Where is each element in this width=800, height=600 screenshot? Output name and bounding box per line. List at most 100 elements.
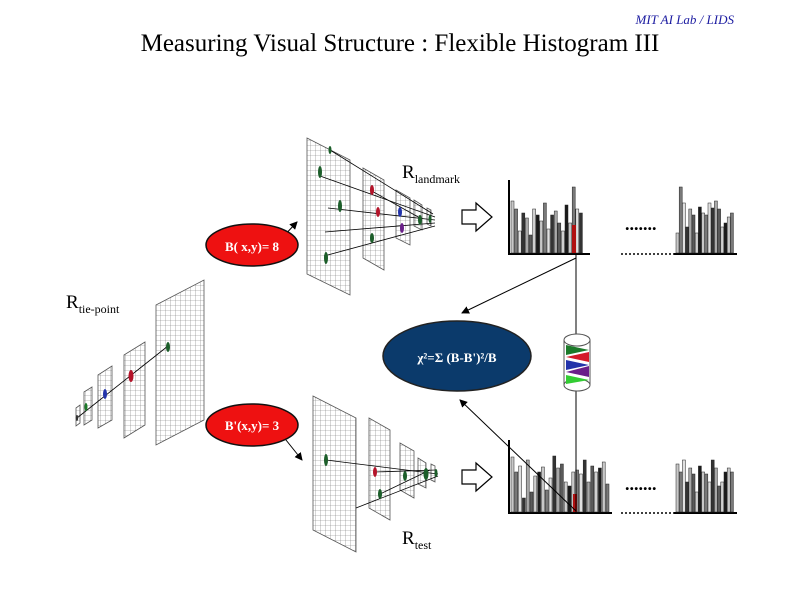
histogram-bar bbox=[704, 214, 709, 254]
histogram-bar bbox=[525, 459, 530, 513]
histogram-bar bbox=[567, 485, 572, 513]
chi-square-formula: χ²=Σ (B-B')²/B bbox=[416, 350, 497, 365]
tie-point-pyramid bbox=[75, 279, 205, 446]
histogram-bar bbox=[528, 234, 533, 254]
r-landmark-label: Rlandmark bbox=[402, 162, 461, 186]
histogram-bar bbox=[548, 477, 553, 513]
histogram-bar bbox=[675, 232, 680, 254]
histogram-bar bbox=[537, 471, 541, 513]
histogram-bar bbox=[694, 491, 699, 513]
landmark-pyramid bbox=[306, 137, 436, 296]
histogram-bar bbox=[701, 471, 705, 513]
histogram-bar bbox=[579, 212, 583, 254]
histogram-bar bbox=[698, 206, 702, 254]
block-arrow-bottom bbox=[461, 461, 493, 493]
histogram-bar bbox=[543, 202, 547, 254]
histogram-bar bbox=[529, 491, 534, 513]
histogram-bar bbox=[710, 459, 715, 513]
histogram-bar bbox=[594, 471, 598, 513]
histogram-bar bbox=[544, 489, 549, 513]
histogram-bar bbox=[561, 230, 565, 254]
hist-top bbox=[510, 186, 734, 254]
histogram-bar bbox=[726, 216, 731, 254]
histogram-bar bbox=[546, 228, 551, 254]
histogram-bar bbox=[586, 481, 591, 513]
histogram-bar bbox=[605, 483, 610, 513]
histogram-bar bbox=[579, 473, 583, 513]
histogram-bar bbox=[723, 222, 728, 254]
histogram-bar bbox=[564, 204, 569, 254]
histogram-bar bbox=[552, 455, 557, 513]
histogram-bar bbox=[560, 463, 564, 513]
histogram-bar bbox=[525, 217, 529, 254]
histogram-bar bbox=[541, 466, 545, 513]
histogram-bar bbox=[510, 200, 515, 254]
hist-bottom bbox=[510, 455, 734, 513]
histogram-bar bbox=[730, 471, 734, 513]
histogram-bar bbox=[726, 467, 731, 513]
histogram-bar bbox=[550, 214, 554, 254]
histogram-bar bbox=[514, 208, 518, 254]
histogram-bar bbox=[688, 467, 693, 513]
slide-title: Measuring Visual Structure : Flexible Hi… bbox=[140, 30, 660, 57]
affiliation-label: MIT AI Lab / LIDS bbox=[635, 12, 734, 27]
histogram-bar-highlight bbox=[572, 225, 576, 253]
histogram-bar bbox=[532, 208, 536, 254]
histogram-bar bbox=[517, 230, 522, 254]
chi-square-oval: χ²=Σ (B-B')²/B bbox=[382, 320, 532, 392]
histogram-bar-highlight bbox=[573, 494, 577, 512]
histogram-bar bbox=[682, 459, 686, 513]
b-top-oval: B( x,y)= 8 bbox=[205, 223, 299, 267]
histogram-bar bbox=[557, 222, 562, 254]
histogram-bar bbox=[568, 222, 572, 254]
histogram-bar bbox=[563, 481, 568, 513]
test-pyramid bbox=[312, 395, 439, 553]
histogram-bar bbox=[714, 467, 718, 513]
b-top-label: B( x,y)= 8 bbox=[225, 239, 279, 254]
histogram-bar bbox=[717, 208, 721, 254]
histogram-bar bbox=[720, 481, 725, 513]
histogram-bar bbox=[714, 200, 718, 254]
histogram-bar bbox=[720, 226, 725, 254]
ellipsis-top: ....... bbox=[625, 214, 657, 234]
arrow-to-chi-bottom bbox=[459, 399, 577, 512]
histogram-bar bbox=[598, 467, 602, 513]
histogram-bar bbox=[685, 481, 689, 513]
histogram-bar bbox=[730, 212, 734, 254]
histogram-bar bbox=[582, 459, 587, 513]
histogram-bar bbox=[698, 465, 702, 513]
histogram-bar bbox=[553, 210, 558, 254]
histogram-bar bbox=[723, 471, 728, 513]
block-arrow-top bbox=[461, 201, 493, 233]
histogram-bar bbox=[535, 214, 540, 254]
histogram-bar bbox=[701, 212, 705, 254]
histogram-bar bbox=[556, 467, 560, 513]
histogram-bar bbox=[707, 481, 712, 513]
histogram-bar bbox=[678, 186, 683, 254]
histogram-bar bbox=[707, 202, 712, 254]
histogram-bar bbox=[514, 471, 519, 513]
histogram-bar bbox=[691, 214, 696, 254]
histogram-bar bbox=[601, 461, 606, 513]
comparison-icon bbox=[563, 333, 591, 392]
ellipsis-bottom: ....... bbox=[625, 474, 657, 494]
histogram-bar bbox=[521, 212, 526, 254]
histogram-bar bbox=[682, 202, 686, 254]
b-bottom-oval: B'(x,y)= 3 bbox=[205, 403, 299, 447]
histogram-bar bbox=[678, 471, 683, 513]
histogram-bar bbox=[518, 465, 522, 513]
histogram-bar bbox=[704, 473, 709, 513]
histogram-bar bbox=[575, 208, 580, 254]
histogram-bar bbox=[685, 226, 689, 254]
histogram-bar bbox=[675, 463, 680, 513]
arrow-to-chi-top bbox=[461, 257, 577, 314]
histogram-bar bbox=[710, 207, 715, 254]
b-bottom-label: B'(x,y)= 3 bbox=[225, 418, 280, 433]
histogram-bar bbox=[533, 475, 538, 513]
histogram-bar bbox=[688, 208, 693, 254]
hist-bottom-axes bbox=[508, 440, 737, 514]
histogram-bar bbox=[717, 485, 721, 513]
histogram-bar bbox=[522, 497, 526, 513]
histogram-bar bbox=[510, 456, 515, 513]
